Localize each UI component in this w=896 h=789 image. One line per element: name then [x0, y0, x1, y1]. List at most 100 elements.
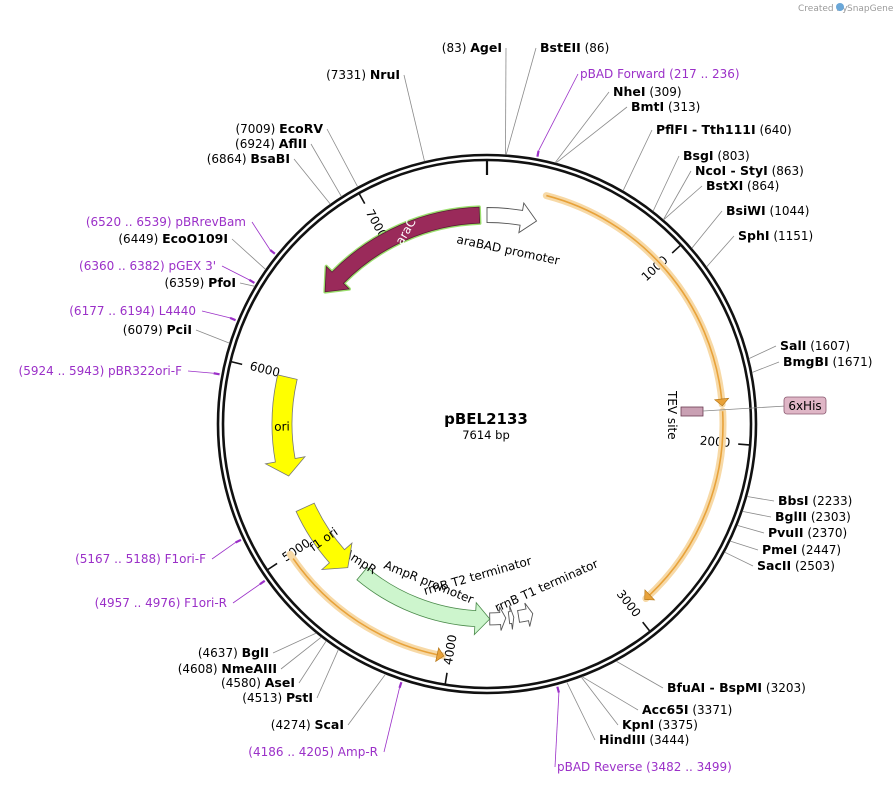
- feature-tev-site[interactable]: TEV site: [665, 390, 704, 440]
- feature-arac[interactable]: araC: [323, 205, 482, 294]
- enzyme-site-bsabi[interactable]: (6864) BsaBI: [207, 151, 331, 205]
- enzyme-label: (6079) PciI: [123, 322, 192, 337]
- enzyme-name: BfuAI - BspMI: [667, 680, 762, 695]
- enzyme-position: (4637): [198, 646, 242, 660]
- enzyme-label: PflFI - Tth111I (640): [656, 122, 792, 137]
- enzyme-site-ecorv[interactable]: (7009) EcoRV: [235, 121, 359, 188]
- enzyme-site-pvuii[interactable]: PvuII (2370): [737, 525, 847, 540]
- enzyme-site-nmeaiii[interactable]: (4608) NmeAIII: [178, 636, 322, 676]
- enzyme-label: BstXI (864): [706, 178, 779, 193]
- enzyme-name: NcoI - StyI: [695, 163, 768, 178]
- enzyme-site-bglii[interactable]: BglII (2303): [742, 509, 851, 524]
- enzyme-site-sacii[interactable]: SacII (2503): [724, 551, 835, 573]
- enzyme-position: (1044): [766, 204, 810, 218]
- feature-f1-ori[interactable]: f1 ori: [295, 502, 353, 570]
- enzyme-site-bsteii[interactable]: BstEII (86): [505, 40, 609, 155]
- enzyme-site-ecoo109i[interactable]: (6449) EcoO109I: [118, 231, 266, 270]
- primer-site-pbrrevbam[interactable]: (6520 .. 6539) pBRrevBam: [86, 215, 276, 255]
- scale-tick-1000: [671, 244, 681, 254]
- enzyme-site-bsgi[interactable]: BsgI (803): [652, 148, 750, 212]
- enzyme-site-pfoi[interactable]: (6359) PfoI: [164, 275, 255, 290]
- primer-site-pbr322ori-f[interactable]: (5924 .. 5943) pBR322ori-F: [19, 364, 220, 378]
- enzyme-site-scai[interactable]: (4274) ScaI: [271, 673, 386, 732]
- rrnb-t2-terminator-arrow: [507, 605, 515, 630]
- enzyme-leader: [272, 632, 317, 654]
- enzyme-leader: [751, 361, 780, 373]
- primer-leader: [201, 310, 231, 319]
- enzyme-site-nhei[interactable]: NheI (309): [554, 84, 682, 163]
- tev-site-label: TEV site: [665, 390, 679, 440]
- enzyme-name: PmeI: [762, 542, 797, 557]
- enzyme-name: EcoRV: [279, 121, 323, 136]
- feature-ampr-promoter[interactable]: [489, 606, 507, 631]
- enzyme-site-ncoi-styi[interactable]: NcoI - StyI (863): [663, 163, 804, 220]
- primer-site-pbad-reverse[interactable]: pBAD Reverse (3482 .. 3499): [554, 686, 732, 774]
- enzyme-site-pflfi-tth111i[interactable]: PflFI - Tth111I (640): [622, 122, 792, 191]
- arac-arrow: [324, 206, 481, 293]
- primer-site-l4440[interactable]: (6177 .. 6194) L4440: [69, 304, 237, 322]
- enzyme-site-bstxi[interactable]: BstXI (864): [663, 178, 780, 221]
- enzyme-site-sphi[interactable]: SphI (1151): [706, 228, 814, 268]
- enzyme-label: PmeI (2447): [762, 542, 841, 557]
- backbone-ring: [216, 153, 758, 695]
- enzyme-name: PfoI: [208, 275, 236, 290]
- primer-label: (5924 .. 5943) pBR322ori-F: [19, 364, 183, 378]
- feature-rrnb-t1-terminator[interactable]: [517, 602, 534, 627]
- primer-site-pgex-3[interactable]: (6360 .. 6382) pGEX 3': [79, 259, 255, 284]
- primer-marker: [213, 372, 220, 376]
- scale-label-6000: 6000: [248, 359, 281, 380]
- feature-cds-3[interactable]: [642, 407, 727, 603]
- enzyme-label: BglII (2303): [775, 509, 851, 524]
- primer-site-pbad-forward[interactable]: pBAD Forward (217 .. 236): [536, 67, 740, 157]
- enzyme-site-bfuai-bspmi[interactable]: BfuAI - BspMI (3203): [615, 660, 806, 695]
- enzyme-position: (313): [664, 100, 700, 114]
- enzyme-leader: [326, 128, 359, 188]
- enzyme-label: NheI (309): [613, 84, 682, 99]
- enzyme-leader: [737, 525, 765, 534]
- enzyme-site-bmgbi[interactable]: BmgBI (1671): [751, 354, 872, 373]
- feature-ori[interactable]: ori: [264, 374, 306, 477]
- enzyme-site-sali[interactable]: SalI (1607): [748, 338, 850, 359]
- enzyme-name: BglI: [242, 645, 269, 660]
- enzyme-position: (86): [581, 41, 609, 55]
- enzyme-site-psti[interactable]: (4513) PstI: [242, 649, 339, 705]
- enzyme-site-asei[interactable]: (4580) AseI: [221, 640, 327, 690]
- his-tag[interactable]: 6xHis: [702, 396, 827, 415]
- primer-sites: pBAD Forward (217 .. 236) pBAD Reverse (3…: [19, 67, 740, 774]
- primer-site-f1ori-f[interactable]: (5167 .. 5188) F1ori-F: [75, 538, 242, 566]
- enzyme-name: HindIII: [599, 732, 646, 747]
- primer-site-f1ori-r[interactable]: (4957 .. 4976) F1ori-R: [95, 579, 266, 610]
- enzyme-site-bmti[interactable]: BmtI (313): [555, 99, 700, 164]
- primer-marker: [536, 150, 540, 157]
- enzyme-site-aflii[interactable]: (6924) AflII: [235, 136, 342, 197]
- enzyme-site-hindiii[interactable]: HindIII (3444): [566, 681, 690, 747]
- enzyme-site-bbsi[interactable]: BbsI (2233): [747, 493, 852, 508]
- enzyme-site-kpni[interactable]: KpnI (3375): [580, 676, 698, 732]
- feature-cds-5[interactable]: [286, 550, 446, 663]
- enzyme-site-pmei[interactable]: PmeI (2447): [730, 540, 841, 557]
- enzyme-site-nrui[interactable]: (7331) NruI: [326, 67, 425, 162]
- enzyme-name: PciI: [166, 322, 192, 337]
- cds-glow: [542, 192, 726, 408]
- enzyme-leader: [580, 676, 619, 726]
- enzyme-site-bsiwi[interactable]: BsiWI (1044): [691, 203, 810, 249]
- enzyme-name: BmtI: [631, 99, 664, 114]
- enzyme-site-bgli[interactable]: (4637) BglI: [198, 632, 317, 660]
- plasmid-length: 7614 bp: [462, 428, 510, 442]
- enzyme-site-agei[interactable]: (83) AgeI: [442, 40, 507, 155]
- primer-label: (4186 .. 4205) Amp-R: [248, 745, 378, 759]
- enzyme-leader: [691, 210, 723, 249]
- cds-arrowhead: [644, 589, 656, 601]
- ampr-promoter-arrow: [489, 606, 507, 631]
- feature-cds-2[interactable]: [542, 192, 730, 408]
- enzyme-site-acc65i[interactable]: Acc65I (3371): [581, 676, 732, 717]
- enzyme-leader: [652, 155, 680, 212]
- enzyme-name: BstEII: [540, 40, 581, 55]
- enzyme-position: (6864): [207, 152, 251, 166]
- primer-site-amp-r[interactable]: (4186 .. 4205) Amp-R: [248, 681, 403, 759]
- enzyme-label: BstEII (86): [540, 40, 609, 55]
- feature-rrnb-t2-terminator[interactable]: [507, 605, 515, 630]
- enzyme-label: BbsI (2233): [778, 493, 852, 508]
- enzyme-site-pcii[interactable]: (6079) PciI: [123, 322, 230, 344]
- enzyme-name: AseI: [265, 675, 295, 690]
